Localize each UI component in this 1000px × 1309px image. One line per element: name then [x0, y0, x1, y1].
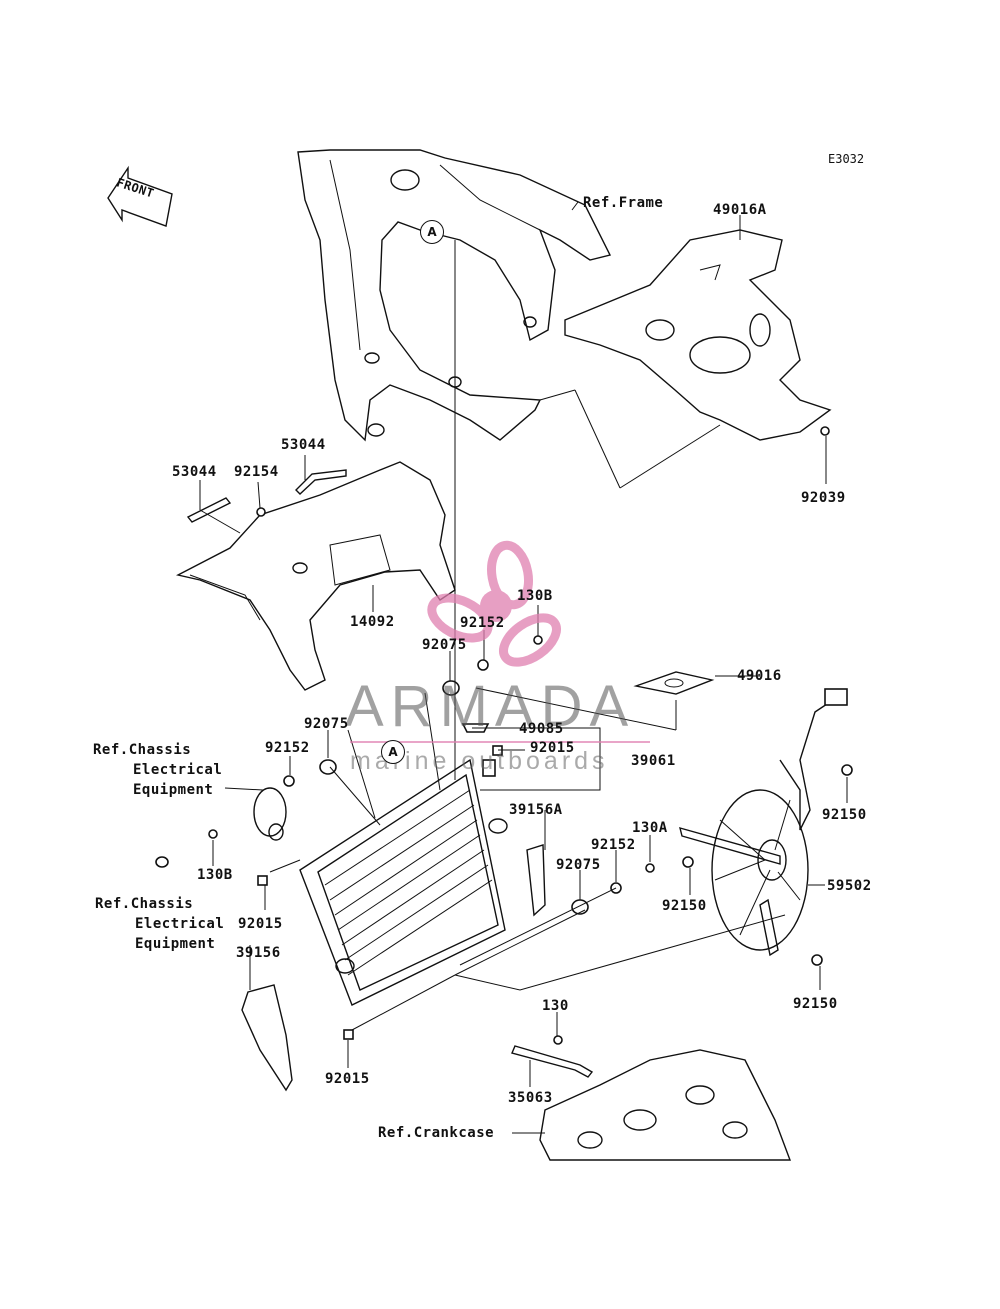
fan-59502: [679, 688, 848, 957]
part-label-59502: 59502: [827, 878, 872, 894]
plate-49016: [633, 671, 715, 695]
part-label-53044-top: 53044: [281, 437, 326, 453]
ref-chassis-2-line3: Equipment: [135, 936, 216, 952]
crankcase-illustration: [539, 1049, 792, 1161]
ref-chassis-2-line1: Ref.Chassis: [95, 896, 194, 912]
watermark-rule: [350, 741, 650, 743]
part-label-92039: 92039: [801, 490, 846, 506]
part-label-49016a: 49016A: [713, 202, 767, 218]
diagram-code: E3032: [828, 152, 865, 166]
part-label-14092: 14092: [350, 614, 395, 630]
part-label-49085: 49085: [519, 721, 564, 737]
part-label-39061: 39061: [631, 753, 676, 769]
frame-illustration: [297, 149, 612, 442]
heat-guard-49016a: [564, 229, 832, 441]
part-label-92015-top: 92015: [530, 740, 575, 756]
part-label-92154: 92154: [234, 464, 279, 480]
part-label-130b-top: 130B: [517, 588, 553, 604]
part-label-92152-top: 92152: [460, 615, 505, 631]
part-label-92152-mid: 92152: [591, 837, 636, 853]
strip-53044: [186, 469, 347, 523]
part-label-92150-top: 92150: [822, 807, 867, 823]
part-label-130a: 130A: [632, 820, 668, 836]
horn-illustration: [253, 787, 287, 841]
part-label-35063: 35063: [508, 1090, 553, 1106]
ref-chassis-2-line2: Electrical: [135, 916, 225, 932]
part-label-130b-left: 130B: [197, 867, 233, 883]
callout-marker-a-bottom: A: [381, 740, 405, 764]
part-label-92150-bottom: 92150: [793, 996, 838, 1012]
ref-chassis-1-line2: Electrical: [133, 762, 223, 778]
ref-chassis-1-line3: Equipment: [133, 782, 214, 798]
part-label-92075-mid: 92075: [556, 857, 601, 873]
shroud-39156: [241, 984, 293, 1092]
part-label-39156: 39156: [236, 945, 281, 961]
inner-cover-14092: [175, 461, 456, 691]
stay-35063: [511, 1045, 594, 1078]
callout-marker-a-top: A: [420, 220, 444, 244]
part-label-92075-top: 92075: [422, 637, 467, 653]
part-label-92150-mid: 92150: [662, 898, 707, 914]
shroud-39156a: [526, 844, 546, 917]
part-label-53044-left: 53044: [172, 464, 217, 480]
ref-frame-label: Ref.Frame: [583, 195, 664, 211]
part-label-92152-left: 92152: [265, 740, 310, 756]
front-arrow-icon: [107, 165, 173, 227]
ref-crankcase-label: Ref.Crankcase: [378, 1125, 495, 1141]
radiator-illustration: [299, 758, 508, 1006]
watermark-brand: ARMADA: [345, 674, 636, 739]
part-label-92015-left: 92015: [238, 916, 283, 932]
part-label-130: 130: [542, 998, 569, 1014]
ref-chassis-1-line1: Ref.Chassis: [93, 742, 192, 758]
part-label-49016: 49016: [737, 668, 782, 684]
leader-lines: [199, 201, 848, 1134]
part-label-92075-left: 92075: [304, 716, 349, 732]
part-label-39156a: 39156A: [509, 802, 563, 818]
part-label-92015-bottom: 92015: [325, 1071, 370, 1087]
